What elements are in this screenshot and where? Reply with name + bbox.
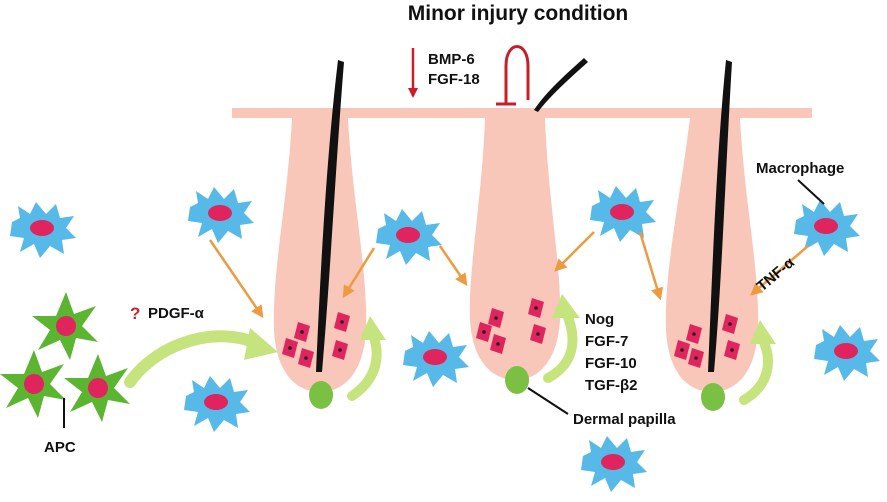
factor-tgfb2: TGF-β2: [585, 377, 638, 394]
bmp6-label: BMP-6: [428, 51, 475, 68]
apc-signal-arrow: [124, 328, 278, 388]
macrophage-cell-9: [814, 325, 880, 381]
macrophage-cell-1: [10, 202, 76, 258]
factor-fgf7: FGF-7: [585, 333, 628, 350]
macrophage-cell-4: [590, 186, 656, 242]
inhibition-loop: [504, 45, 530, 104]
green-curved-arrow-3: [739, 320, 776, 405]
factor-nog: Nog: [585, 311, 614, 328]
hair-shaft-1: [316, 60, 344, 372]
factor-list: Nog FGF-7 FGF-10 TGF-β2: [585, 311, 638, 394]
macrophage-pointer: [797, 179, 825, 205]
hair-shaft-3: [708, 60, 732, 372]
question-mark: ?: [130, 304, 140, 323]
apc-label: APC: [44, 439, 76, 456]
apc-cell-3: [64, 354, 130, 422]
page-title: Minor injury condition: [408, 2, 628, 25]
dermal-papilla-label: Dermal papilla: [573, 411, 676, 428]
epidermis-band: [232, 108, 812, 118]
apc-cell-2: [0, 350, 66, 418]
macrophage-cell-2: [188, 187, 254, 243]
hair-follicle-2: [469, 118, 561, 380]
macrophage-cell-7: [184, 376, 250, 432]
macrophage-signal-arrows: [208, 231, 809, 319]
fgf18-label: FGF-18: [428, 71, 480, 88]
bmp-fgf-signal: BMP-6 FGF-18: [408, 45, 530, 106]
pdgf-alpha-label: PDGF-α: [148, 305, 205, 322]
macrophage-cell-8: [581, 436, 647, 492]
dermal-papilla-1: [309, 381, 333, 409]
hair-shaft-2: [534, 58, 588, 112]
factor-fgf10: FGF-10: [585, 355, 637, 372]
macrophage-cell-3: [376, 209, 442, 265]
dermal-papilla-pointer: [527, 387, 569, 415]
green-curved-arrow-1: [347, 316, 386, 401]
dermal-papilla-3: [701, 383, 725, 411]
macrophage-label: Macrophage: [756, 160, 844, 177]
macrophage-cell-6: [403, 331, 469, 387]
dermal-papilla-2: [505, 366, 529, 394]
green-curved-arrow-2: [543, 294, 580, 383]
macrophage-cell-5: [794, 200, 860, 256]
apc-cell-1: [32, 292, 98, 360]
